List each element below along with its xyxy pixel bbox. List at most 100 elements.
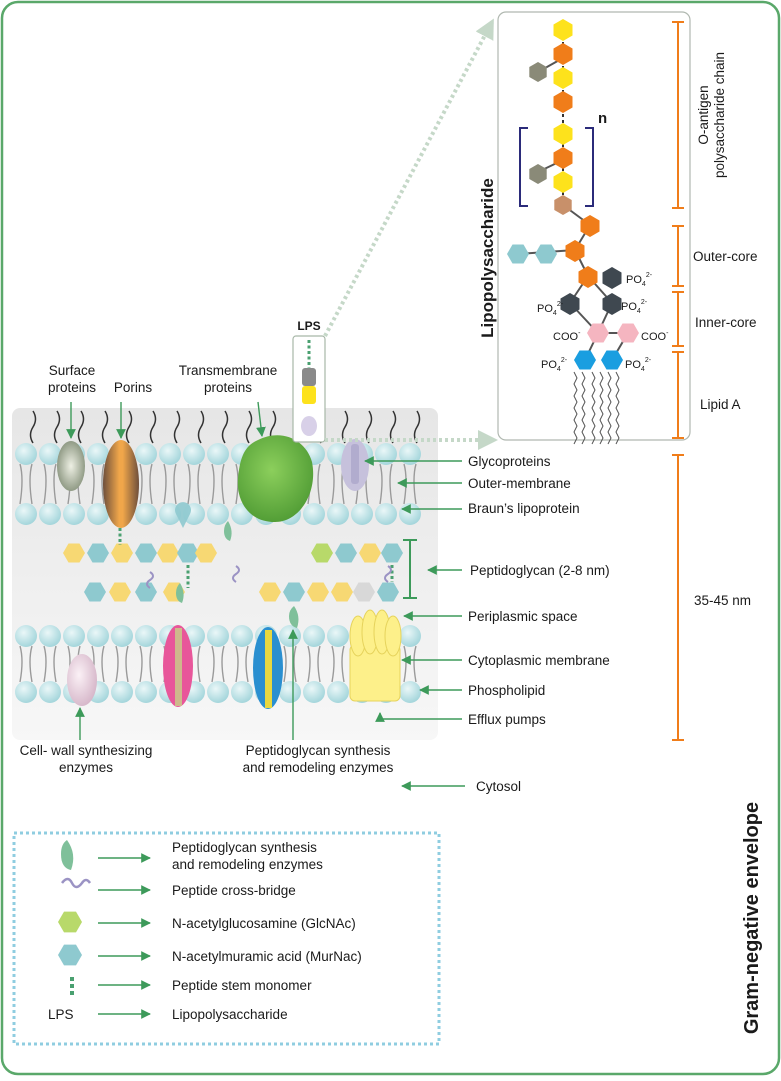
- enzyme-drop-upper: [224, 521, 232, 541]
- lps-strand: [101, 410, 109, 444]
- lipid-tail: [29, 645, 33, 683]
- outer-core-sugar: [535, 244, 557, 264]
- cell-wall-enzymes-label: Cell- wall synthesizing: [20, 743, 153, 758]
- legend-label-5: Peptide stem monomer: [172, 978, 312, 993]
- lipid-tail: [139, 463, 143, 505]
- peptidoglycan-sugar: [283, 582, 305, 602]
- legend-icons: [58, 840, 92, 998]
- lipid-tail: [317, 645, 321, 683]
- lps-strand: [29, 410, 37, 444]
- peptidoglycan-sugar: [195, 543, 217, 563]
- porins-label: Porins: [114, 380, 153, 395]
- inner-core-label: Inner-core: [695, 315, 757, 330]
- lps-panel-title: Lipopolysaccharide: [478, 178, 497, 338]
- lipid-head-bead: [375, 443, 397, 465]
- phospholipid-label: Phospholipid: [468, 683, 545, 698]
- fatty-acid-chain: [591, 371, 596, 445]
- transmembrane-label-2: proteins: [204, 380, 252, 395]
- cell-wall-synthesizing-enzyme: [67, 654, 97, 706]
- lipid-head-bead: [375, 503, 397, 525]
- lps-strand: [389, 410, 397, 444]
- lipid-tail: [413, 463, 417, 505]
- lipid-head-bead: [279, 625, 301, 647]
- lipid-tail: [293, 645, 297, 683]
- o-antigen-branch-sugar: [529, 164, 547, 184]
- lipid-head-bead: [39, 443, 61, 465]
- peptidoglycan-sugar: [331, 582, 353, 602]
- lps-lipid-a-block: [301, 416, 317, 436]
- lipid-head-bead: [63, 503, 85, 525]
- cross-bridge: [146, 571, 154, 589]
- outer-core-sugar: [578, 266, 598, 288]
- lipid-tail: [29, 463, 33, 505]
- peptidoglycan-sugar: [307, 582, 329, 602]
- arrow-transmembrane: [256, 401, 266, 437]
- carboxyl-label: COO-: [553, 330, 581, 343]
- lipid-tail: [235, 645, 239, 683]
- thickness-label: 35-45 nm: [694, 593, 751, 608]
- peptidoglycan-label: Peptidoglycan (2-8 nm): [470, 563, 610, 578]
- lps-surface-strands: [29, 410, 421, 444]
- lipid-tail: [211, 645, 215, 683]
- efflux-pump: [349, 609, 402, 702]
- legend-label-4: N-acetylmuramic acid (MurNac): [172, 949, 362, 964]
- peptidoglycan-sugar: [359, 543, 381, 563]
- outer-core-sugar: [580, 215, 600, 237]
- lipid-head-bead: [231, 681, 253, 703]
- peptidoglycan-sugar: [353, 582, 375, 602]
- lps-strand: [173, 410, 181, 444]
- lipid-head-bead: [111, 681, 133, 703]
- inner-core-sugar: [617, 323, 639, 343]
- lipid-tail: [43, 463, 47, 505]
- o-antigen-label: O-antigen: [696, 85, 711, 144]
- legend-label-6: Lipopolysaccharide: [172, 1007, 288, 1022]
- lipid-head-bead: [111, 625, 133, 647]
- lps-strand: [197, 410, 205, 444]
- lipid-head-bead: [207, 681, 229, 703]
- enzyme-drop: [176, 583, 184, 603]
- periplasmic-label: Periplasmic space: [468, 609, 578, 624]
- cross-bridge: [232, 565, 240, 583]
- peptidoglycan-sugar: [259, 582, 281, 602]
- o-antigen-sugar: [553, 43, 573, 65]
- fatty-acid-chain: [581, 371, 586, 445]
- cross-bridge: [384, 565, 392, 583]
- lipid-tail: [331, 463, 335, 505]
- efflux-pumps-label: Efflux pumps: [468, 712, 546, 727]
- lipid-tail: [173, 463, 177, 505]
- lipid-head-bead: [327, 625, 349, 647]
- lipid-head-bead: [15, 681, 37, 703]
- lipid-head-bead: [87, 503, 109, 525]
- lipid-head-bead: [135, 503, 157, 525]
- lipid-tail: [53, 463, 57, 505]
- lipid-tail: [221, 645, 225, 683]
- lps-strand: [221, 410, 229, 444]
- lps-strand: [245, 410, 253, 444]
- lps-strand: [413, 410, 421, 444]
- lipid-head-bead: [303, 503, 325, 525]
- label-arrows: [66, 401, 465, 1019]
- lipid-tail: [197, 645, 201, 683]
- o-antigen-sugar: [553, 147, 573, 169]
- peptidoglycan-sugar: [311, 543, 333, 563]
- lipid-tail: [125, 645, 129, 683]
- enzyme-drop-icon: [61, 840, 74, 870]
- o-antigen-sugar: [553, 123, 573, 145]
- lipid-head-bead: [327, 503, 349, 525]
- lipid-head-bead: [135, 681, 157, 703]
- fatty-acid-chain: [615, 371, 620, 445]
- o-antigen-linker-sugar: [554, 195, 572, 215]
- gram-negative-title: Gram-negative envelope: [741, 802, 763, 1034]
- lipid-head-bead: [183, 443, 205, 465]
- lipid-tail: [389, 463, 393, 505]
- lipid-head-bead: [63, 625, 85, 647]
- murnac-hexagon-icon: [58, 944, 82, 966]
- enzyme-drop-lower: [289, 606, 299, 628]
- inner-core-sugar: [602, 293, 622, 315]
- outer-core-label: Outer-core: [693, 249, 758, 264]
- o-antigen-sugar: [553, 67, 573, 89]
- lipid-head-bead: [231, 625, 253, 647]
- o-antigen-label-2: polysaccharide chain: [712, 52, 727, 178]
- repeat-bracket-left: [519, 127, 528, 207]
- peptidoglycan-layer: [63, 528, 403, 603]
